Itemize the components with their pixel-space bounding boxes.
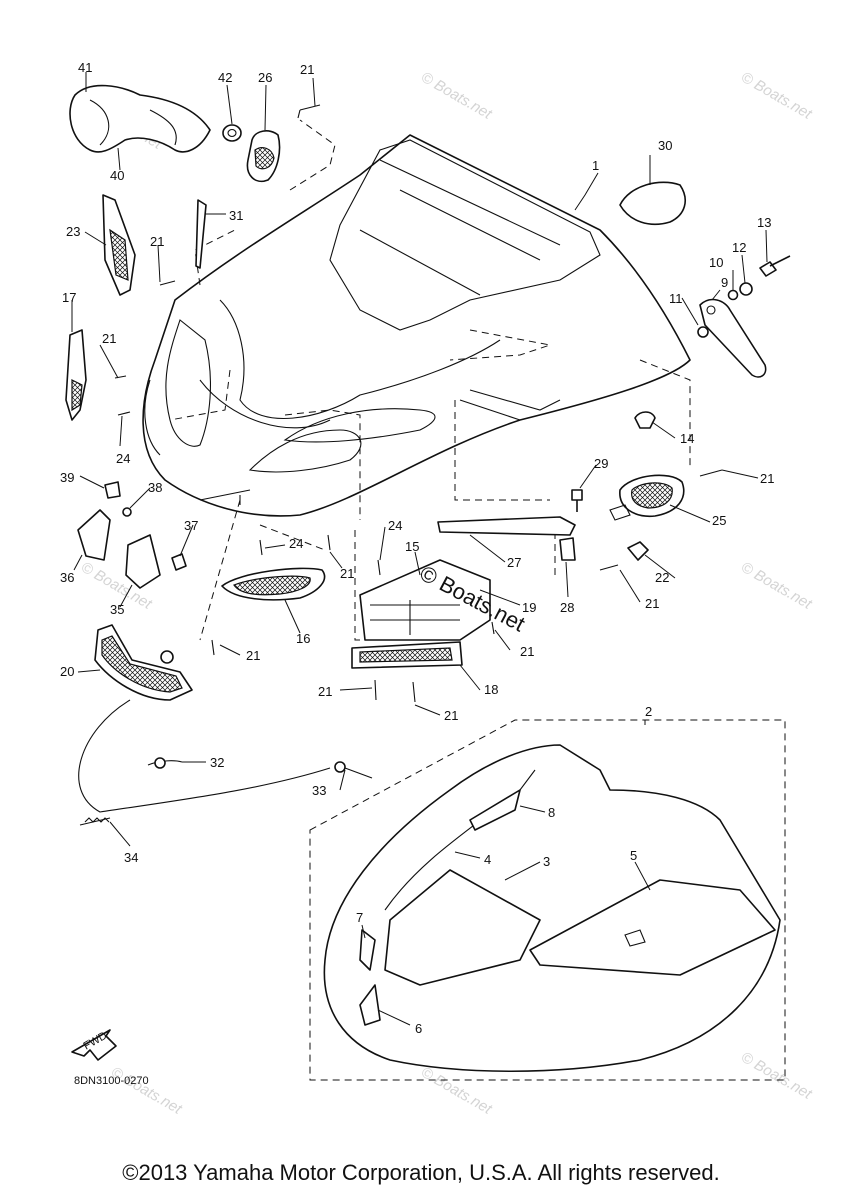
callout-12: 12 [732, 240, 746, 255]
bracket-28 [559, 537, 576, 561]
cable-32-33-34 [78, 699, 373, 826]
washer-10 [727, 289, 739, 301]
bracket-35 [125, 534, 161, 589]
callout-21g: 21 [318, 684, 332, 699]
callout-20: 20 [60, 664, 74, 679]
callout-24c: 24 [388, 518, 402, 533]
callout-9: 9 [721, 275, 728, 290]
callout-21j: 21 [760, 471, 774, 486]
callout-24b: 24 [289, 536, 303, 551]
callout-19: 19 [522, 600, 536, 615]
rivets [114, 104, 723, 703]
callout-25: 25 [712, 513, 726, 528]
bolt-13 [759, 255, 791, 277]
grommet-42 [222, 124, 242, 142]
leader-lines [71, 72, 768, 1026]
callout-17: 17 [62, 290, 76, 305]
grille-25 [609, 474, 685, 521]
callout-38: 38 [148, 480, 162, 495]
callout-21d: 21 [340, 566, 354, 581]
callout-27: 27 [507, 555, 521, 570]
drawing-code: 8DN3100-0270 [74, 1075, 149, 1087]
strap-31 [195, 199, 207, 269]
hood-main [142, 134, 691, 517]
callout-30: 30 [658, 138, 672, 153]
watermark-tile: © Boats.net [738, 69, 815, 123]
copyright-notice: ©2013 Yamaha Motor Corporation, U.S.A. A… [122, 1160, 720, 1185]
callout-7: 7 [356, 910, 363, 925]
callout-4: 4 [484, 852, 491, 867]
callout-21f: 21 [520, 644, 534, 659]
inner-panel-group [309, 719, 786, 1081]
callout-36: 36 [60, 570, 74, 585]
grille-20 [94, 624, 193, 701]
callout-21c: 21 [102, 331, 116, 346]
grille-18 [351, 641, 463, 669]
arm-9 [699, 298, 767, 378]
callout-6: 6 [415, 1021, 422, 1036]
fwd-arrow: FWD [71, 1029, 117, 1061]
callout-21e: 21 [246, 648, 260, 663]
badge-26 [246, 130, 281, 182]
callout-15: 15 [405, 539, 419, 554]
callout-22: 22 [655, 570, 669, 585]
bracket-36 [77, 509, 111, 561]
callout-37: 37 [184, 518, 198, 533]
callout-18: 18 [484, 682, 498, 697]
clip-22 [627, 541, 649, 561]
callout-10: 10 [709, 255, 723, 270]
bracket-17 [65, 329, 87, 421]
callout-42: 42 [218, 70, 232, 85]
callout-39: 39 [60, 470, 74, 485]
clip-14 [634, 411, 656, 429]
callout-13: 13 [757, 215, 771, 230]
callout-35: 35 [110, 602, 124, 617]
callout-21h: 21 [444, 708, 458, 723]
callout-26: 26 [258, 70, 272, 85]
callout-5: 5 [630, 848, 637, 863]
callout-14: 14 [680, 431, 694, 446]
callout-40: 40 [110, 168, 124, 183]
callout-32: 32 [210, 755, 224, 770]
callout-11: 11 [669, 291, 683, 306]
callout-21b: 21 [150, 234, 164, 249]
screw-29 [571, 489, 583, 512]
callout-41: 41 [78, 60, 92, 75]
callout-21a: 21 [300, 62, 314, 77]
strip-27 [437, 516, 576, 536]
callout-31: 31 [229, 208, 243, 223]
callout-8: 8 [548, 805, 555, 820]
callout-numbers: 1 2 3 4 5 6 7 8 9 10 11 12 13 14 15 16 1… [60, 60, 774, 1036]
callout-29: 29 [594, 456, 608, 471]
clip-20b [160, 650, 174, 664]
callout-21i: 21 [645, 596, 659, 611]
washer-38 [122, 507, 132, 517]
watermark-tile: © Boats.net [418, 69, 495, 123]
parts-diagram: © Boats.net © Boats.net © Boats.net © Bo… [60, 60, 815, 1118]
callout-33: 33 [312, 783, 326, 798]
callout-28: 28 [560, 600, 574, 615]
callout-1: 1 [592, 158, 599, 173]
screw-39 [104, 481, 121, 499]
callout-34: 34 [124, 850, 138, 865]
watermark-tile: © Boats.net [108, 1064, 185, 1118]
watermark-tile: © Boats.net [738, 1049, 815, 1103]
mesh-panel-23 [102, 194, 136, 296]
plate-30 [619, 181, 686, 226]
callout-3: 3 [543, 854, 550, 869]
callout-23: 23 [66, 224, 80, 239]
grille-16 [221, 567, 326, 601]
duct-15-19 [359, 559, 491, 641]
callout-24a: 24 [116, 451, 130, 466]
collar-11 [697, 326, 709, 338]
callout-16: 16 [296, 631, 310, 646]
nut-12 [739, 282, 753, 296]
watermark-tile: © Boats.net [738, 559, 815, 613]
callout-2: 2 [645, 704, 652, 719]
watermark-tile: © Boats.net [418, 1064, 495, 1118]
air-duct-40-41 [69, 84, 211, 153]
nut-37 [171, 553, 187, 571]
